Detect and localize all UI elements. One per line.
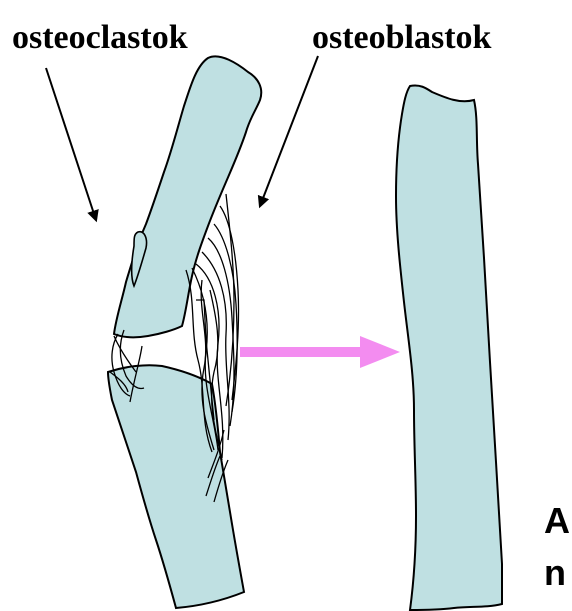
bone-upper-fragment: [114, 56, 261, 337]
corner-text-line-2: n: [544, 552, 566, 593]
bone-lower-fragment: [108, 365, 244, 608]
transition-arrow: [240, 336, 400, 368]
osteoblast-pointer: [260, 56, 318, 206]
osteoclast-pointer: [46, 68, 96, 220]
osteoblast-label: osteoblastok: [312, 19, 492, 56]
transition-arrow-shaft: [240, 347, 362, 357]
osteoclast-label: osteoclastok: [12, 19, 188, 56]
healed-bone: [396, 85, 502, 610]
corner-text-line-1: A: [544, 500, 570, 541]
transition-arrow-head: [360, 336, 400, 368]
